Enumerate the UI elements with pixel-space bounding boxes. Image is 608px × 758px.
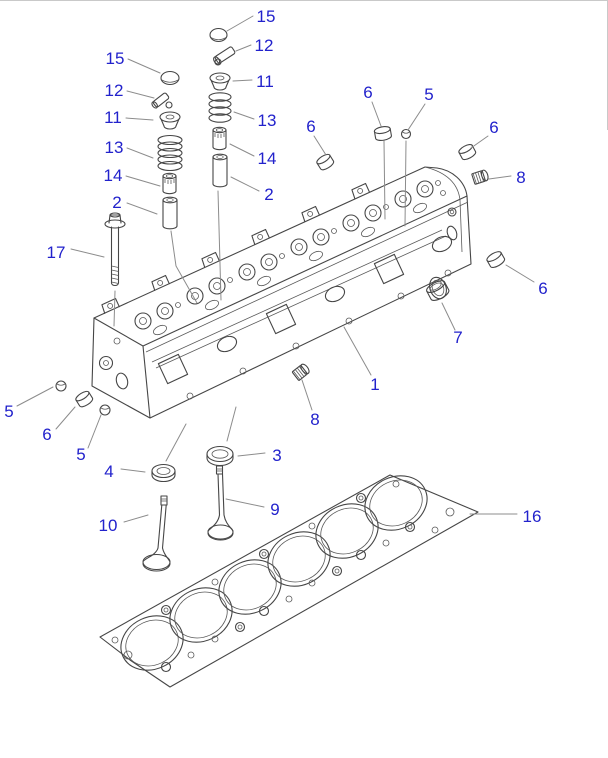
head-outline (91, 166, 472, 419)
rocker-pedestals (101, 182, 370, 314)
callout-11-upper-left[interactable]: 11 (104, 108, 122, 127)
callout-6-top-center[interactable]: 6 (363, 83, 372, 102)
callout-13-upper-left[interactable]: 13 (105, 138, 124, 157)
callout-14-upper-right[interactable]: 14 (258, 149, 277, 168)
top-edge-line (0, 0, 608, 1)
gasket-bolt-and-water-holes (111, 480, 455, 673)
engine-valve (142, 495, 171, 572)
callout-8-right[interactable]: 8 (516, 168, 525, 187)
right-end-face (440, 190, 458, 241)
callout-4-seal-ring[interactable]: 4 (104, 462, 113, 481)
callout-12-upper-left[interactable]: 12 (105, 81, 124, 100)
gasket-cylinder-bores (120, 475, 428, 671)
valve-cap (209, 27, 228, 43)
callout-2-upper-left[interactable]: 2 (112, 193, 121, 212)
head-bolt (104, 212, 126, 287)
callout-5-far-left[interactable]: 5 (4, 402, 13, 421)
alignment-lines (113, 140, 407, 462)
callout-6-left[interactable]: 6 (42, 425, 51, 444)
spring-retainer (209, 72, 231, 91)
callout-6-top-right[interactable]: 6 (489, 118, 498, 137)
callout-5-top[interactable]: 5 (424, 85, 433, 104)
callout-3-seal-ring[interactable]: 3 (272, 446, 281, 465)
valve-cotter-half (165, 101, 173, 109)
callout-10-valve[interactable]: 10 (99, 516, 118, 535)
ball-plug (400, 128, 412, 140)
top-deck-features (134, 180, 441, 336)
valve-spring (208, 92, 232, 123)
cup-plug (316, 153, 335, 171)
valve-stem-seal (162, 172, 177, 195)
callout-2-upper-right[interactable]: 2 (264, 185, 273, 204)
leader-lines (16, 15, 535, 523)
callout-12-upper-right[interactable]: 12 (255, 36, 274, 55)
callout-1-head[interactable]: 1 (370, 375, 379, 394)
valve-cap (160, 70, 180, 86)
cylinder-head-drawing (91, 166, 472, 419)
callout-8-center[interactable]: 8 (310, 410, 319, 429)
valve-cotter-half (214, 58, 222, 66)
callout-9-valve[interactable]: 9 (270, 500, 279, 519)
callout-6-over-head[interactable]: 6 (306, 117, 315, 136)
cup-plug (373, 126, 392, 141)
gasket-outline (99, 474, 479, 688)
callout-17-bolt[interactable]: 17 (47, 243, 66, 262)
valvetrain-column-right (208, 27, 236, 188)
callout-13-upper-right[interactable]: 13 (258, 111, 277, 130)
valve-seal-ring (206, 445, 234, 467)
valve-stem-seal (212, 126, 227, 151)
callout-7-right[interactable]: 7 (453, 328, 462, 347)
callout-15-upper-right[interactable]: 15 (257, 7, 276, 26)
threaded-plug (471, 169, 489, 185)
valve-seal-ring (151, 463, 176, 483)
head-gasket-drawing (99, 474, 479, 688)
spring-retainer (159, 111, 181, 130)
callout-6-right-mid[interactable]: 6 (538, 279, 547, 298)
valve-guide (212, 153, 228, 188)
large-cup-plug (426, 280, 450, 301)
ball-plug (99, 404, 111, 416)
callout-5-left-lower[interactable]: 5 (76, 445, 85, 464)
valvetrain-column-left (151, 70, 183, 230)
valve-cotter (213, 46, 236, 65)
valve-guide (162, 196, 178, 230)
valve-spring (157, 134, 183, 172)
callout-numbers: 15 12 11 13 14 2 15 12 11 13 14 2 6 6 5 … (4, 7, 547, 535)
callout-15-upper-left[interactable]: 15 (106, 49, 125, 68)
callout-14-upper-left[interactable]: 14 (104, 166, 123, 185)
cup-plug (486, 251, 506, 269)
cup-plug (75, 390, 94, 408)
left-end-face (98, 337, 129, 390)
engine-valve (207, 465, 234, 541)
threaded-plug (291, 363, 310, 381)
valve-cotter (151, 92, 170, 109)
cup-plug (458, 144, 477, 161)
callout-16-gasket[interactable]: 16 (523, 507, 542, 526)
ball-plug (55, 380, 67, 392)
callout-11-upper-right[interactable]: 11 (256, 72, 274, 91)
